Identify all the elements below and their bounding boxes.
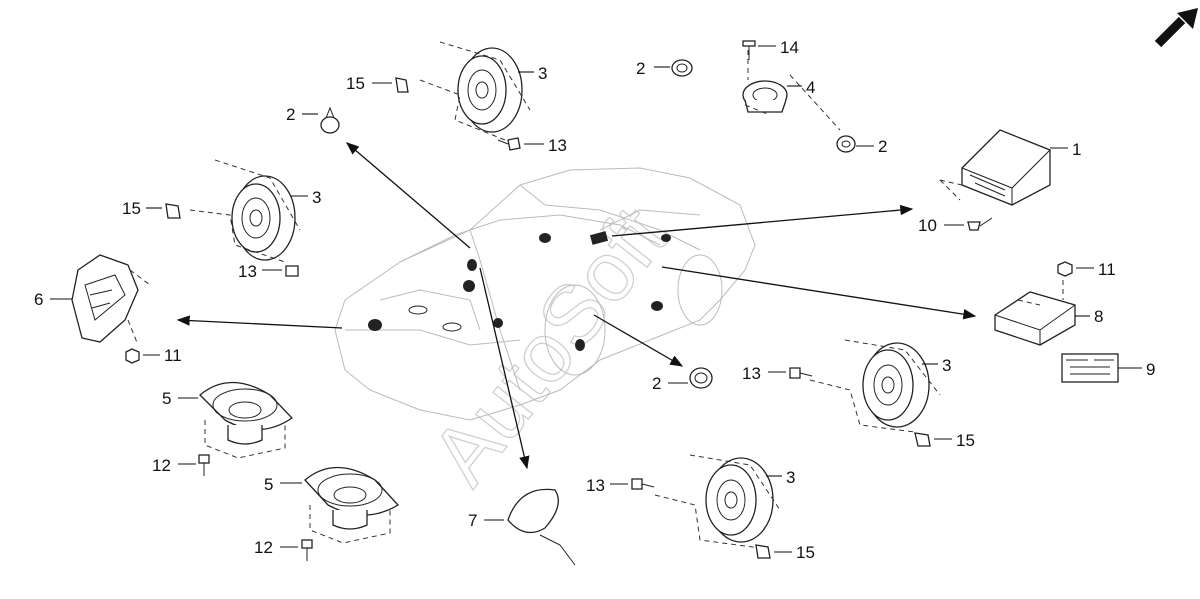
callout-15-lower: 15	[796, 543, 815, 562]
oval-speaker-5-upper	[199, 382, 293, 459]
nut-11-right	[1057, 261, 1073, 277]
clip-15-right	[914, 432, 931, 447]
callout-3-lower: 3	[786, 468, 795, 487]
clip-15-left	[165, 203, 181, 219]
location-pointers	[176, 142, 977, 470]
callout-15-right: 15	[956, 431, 975, 450]
clip-2-top	[671, 59, 693, 77]
callout-3-right: 3	[942, 356, 951, 375]
screw-13-lower	[631, 478, 655, 490]
callout-11-left: 11	[164, 346, 182, 365]
callout-13-right: 13	[742, 364, 761, 383]
callout-2-center: 2	[652, 374, 661, 393]
callout-6: 6	[34, 290, 43, 309]
screw-13-left	[285, 265, 299, 277]
callout-14: 14	[780, 38, 799, 57]
clip-2-center	[689, 367, 713, 389]
callout-12-lower: 12	[254, 538, 273, 557]
callout-3-left: 3	[312, 188, 321, 207]
control-module	[994, 280, 1076, 346]
callout-15-left: 15	[122, 199, 141, 218]
label-plate	[1061, 353, 1119, 383]
clip-15-upper	[395, 77, 409, 93]
clip-2-center-right	[836, 135, 856, 153]
callout-5-lower: 5	[264, 475, 273, 494]
oval-speaker-5-lower	[304, 467, 400, 544]
bolt-12-upper	[198, 454, 210, 476]
speaker-3-right	[809, 339, 941, 433]
callout-2-upper-left: 2	[286, 105, 295, 124]
callout-8: 8	[1094, 307, 1103, 326]
speaker-3-left	[189, 159, 301, 263]
amplifier-module	[939, 129, 1051, 206]
tweeter-center	[742, 50, 841, 131]
callout-11-right: 11	[1098, 260, 1116, 279]
callout-5-upper: 5	[162, 389, 171, 408]
nut-11-left	[125, 348, 140, 364]
speaker-3-lower	[654, 454, 781, 549]
screw-14	[742, 40, 756, 60]
speaker-3-upper	[419, 41, 531, 141]
antenna-7	[507, 488, 576, 566]
clip-15-lower	[755, 544, 771, 559]
callout-2-top: 2	[636, 59, 645, 78]
screw-13-right	[789, 367, 813, 379]
callout-1: 1	[1072, 140, 1081, 159]
callout-7: 7	[468, 511, 477, 530]
arrow-up-right-icon[interactable]	[1154, 8, 1198, 48]
screw-10	[967, 217, 993, 231]
callout-12-upper: 12	[152, 456, 171, 475]
callout-13-upper: 13	[548, 136, 567, 155]
callout-3-upper: 3	[538, 64, 547, 83]
callout-4: 4	[806, 78, 815, 97]
callout-13-left: 13	[238, 262, 257, 281]
screw-13-upper	[497, 137, 521, 151]
clip-2-upper-left	[320, 106, 340, 134]
vehicle-outline	[334, 167, 756, 421]
callout-13-lower: 13	[586, 476, 605, 495]
callout-10: 10	[918, 216, 937, 235]
callout-2-tweeter: 2	[878, 137, 887, 156]
speaker-location-marks	[368, 231, 671, 351]
callout-15-upper: 15	[346, 74, 365, 93]
speaker-bracket	[71, 254, 151, 346]
callout-9: 9	[1146, 360, 1155, 379]
bolt-12-lower	[301, 539, 313, 561]
